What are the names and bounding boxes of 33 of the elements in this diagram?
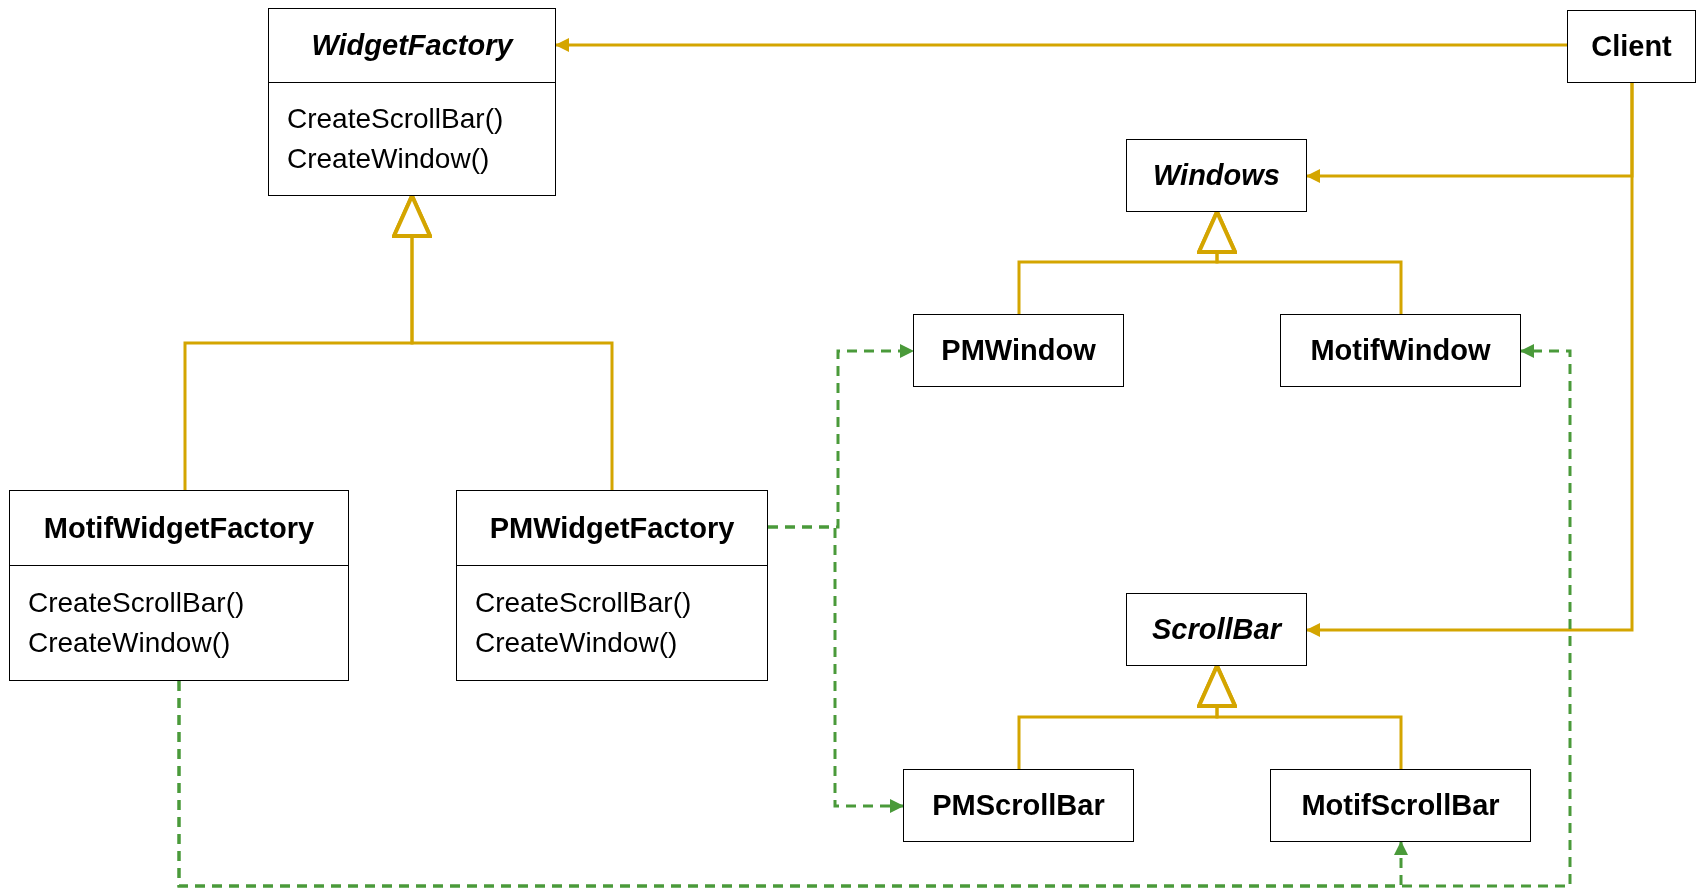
method-name: CreateWindow() xyxy=(287,142,491,176)
class-box xyxy=(268,8,556,196)
class-name: MotifWidgetFactory xyxy=(43,511,315,545)
class-name: PMWindow xyxy=(941,334,1096,367)
class-name: Windows xyxy=(1153,159,1280,192)
inheritance-arrow xyxy=(1197,210,1403,314)
dependency-arrow xyxy=(768,525,904,813)
method-name: CreateWindow() xyxy=(28,626,232,660)
association-arrow xyxy=(555,38,1567,52)
class-name: ScrollBar xyxy=(1152,613,1281,646)
class-name: PMScrollBar xyxy=(932,789,1105,822)
method-name: CreateScrollBar() xyxy=(28,586,246,620)
class-box xyxy=(1280,314,1521,387)
class-box xyxy=(456,490,768,681)
class-name: MotifScrollBar xyxy=(1301,789,1500,822)
class-box xyxy=(1126,593,1307,666)
association-arrow xyxy=(1306,83,1634,637)
inheritance-arrow xyxy=(392,194,614,490)
class-box xyxy=(913,314,1124,387)
class-box xyxy=(1567,10,1696,83)
method-name: CreateScrollBar() xyxy=(475,586,693,620)
class-box xyxy=(9,490,349,681)
method-name: CreateWindow() xyxy=(475,626,679,660)
inheritance-arrow xyxy=(1197,664,1403,769)
dependency-arrow xyxy=(177,344,1572,888)
class-name: Client xyxy=(1591,30,1672,63)
class-box xyxy=(1270,769,1531,842)
class-name: PMWidgetFactory xyxy=(489,511,735,545)
class-box xyxy=(903,769,1134,842)
class-name: MotifWindow xyxy=(1310,334,1491,367)
method-name: CreateScrollBar() xyxy=(287,102,505,136)
class-box xyxy=(1126,139,1307,212)
class-name: WidgetFactory xyxy=(311,29,513,62)
